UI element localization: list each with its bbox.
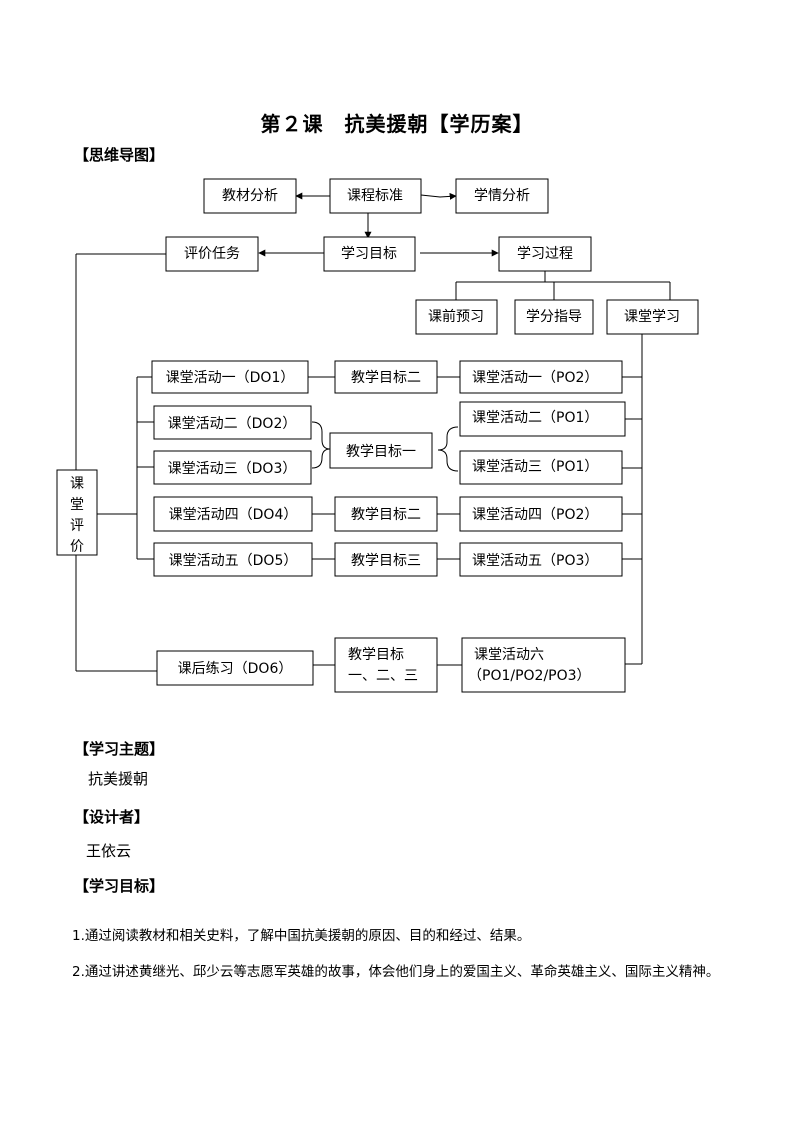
svg-text:（PO1/PO2/PO3）: （PO1/PO2/PO3） [468,668,591,684]
svg-text:教学目标一: 教学目标一 [346,444,416,460]
left-activity-3: 课堂活动三（DO3） [153,450,312,485]
textbook-analysis-box: 教材分析 [203,178,297,214]
right-activity-1: 课堂活动一（PO2） [459,360,623,394]
svg-text:课堂活动三（DO3）: 课堂活动三（DO3） [168,461,297,477]
svg-text:学习目标: 学习目标 [341,246,397,262]
left-activity-4: 课堂活动四（DO4） [153,496,313,532]
left-activity-6: 课后练习（DO6） [156,650,314,686]
objective-item-1: 1.通过阅读教材和相关史料，了解中国抗美援朝的原因、目的和经过、结果。 [72,928,531,944]
svg-text:学习过程: 学习过程 [517,246,573,262]
learner-analysis-box: 学情分析 [455,178,549,214]
svg-text:教学目标二: 教学目标二 [351,370,421,386]
svg-text:课堂活动一（PO2）: 课堂活动一（PO2） [472,370,598,386]
learning-goal-box: 学习目标 [323,236,416,272]
teaching-goal-4: 教学目标三 [334,542,438,577]
svg-text:学情分析: 学情分析 [474,188,530,204]
topic-heading: 【学习主题】 [74,740,165,758]
svg-text:课堂活动四（DO4）: 课堂活动四（DO4） [169,507,298,523]
teaching-goal-3: 教学目标二 [334,496,438,532]
svg-text:课程标准: 课程标准 [347,188,403,204]
right-activity-2: 课堂活动二（PO1） [459,401,626,437]
teaching-goal-5: 教学目标 一、二、三 [334,637,438,693]
mindmap-heading: 【思维导图】 [74,146,165,164]
svg-text:一、二、三: 一、二、三 [348,668,418,684]
teaching-goal-1: 教学目标二 [334,360,438,394]
classroom-evaluation-box: 课堂评价 [56,469,98,556]
left-activity-1: 课堂活动一（DO1） [151,360,309,394]
topic-value: 抗美援朝 [88,770,149,788]
svg-text:课堂活动三（PO1）: 课堂活动三（PO1） [472,459,598,475]
svg-text:课堂活动六: 课堂活动六 [474,647,544,663]
right-activity-5: 课堂活动五（PO3） [459,542,623,577]
svg-text:评价任务: 评价任务 [184,246,240,262]
left-activity-5: 课堂活动五（DO5） [153,542,313,577]
designer-value: 王依云 [86,842,132,860]
classroom-evaluation-label: 课堂评价 [70,476,84,555]
objective-item-2: 2.通过讲述黄继光、邱少云等志愿军英雄的故事，体会他们身上的爱国主义、革命英雄主… [72,964,720,980]
teaching-goal-2: 教学目标一 [329,432,433,469]
classroom-learning-box: 课堂学习 [606,299,699,335]
right-activity-4: 课堂活动四（PO2） [459,496,623,532]
svg-text:课堂活动二（PO1）: 课堂活动二（PO1） [472,410,598,426]
left-activity-2: 课堂活动二（DO2） [153,405,312,440]
svg-text:教学目标二: 教学目标二 [351,507,421,523]
right-activity-3: 课堂活动三（PO1） [459,450,623,485]
evaluation-task-box: 评价任务 [165,236,259,272]
curriculum-standard-box: 课程标准 [329,178,422,214]
svg-text:课前预习: 课前预习 [428,308,484,325]
svg-text:教学目标: 教学目标 [348,647,404,663]
svg-text:课后练习（DO6）: 课后练习（DO6） [178,661,293,677]
right-activity-6: 课堂活动六 （PO1/PO2/PO3） [461,637,626,693]
svg-text:课堂活动五（PO3）: 课堂活动五（PO3） [472,553,598,569]
learning-process-box: 学习过程 [498,236,592,272]
mind-map-diagram: 教材分析 课程标准 学情分析 评价任务 学习目标 学习过程 课前预习 学分指导 … [56,178,699,693]
preview-box: 课前预习 [415,299,498,335]
svg-text:教学目标三: 教学目标三 [351,553,421,569]
svg-text:课堂活动五（DO5）: 课堂活动五（DO5） [169,553,298,569]
svg-text:学分指导: 学分指导 [526,309,582,325]
svg-text:课堂活动四（PO2）: 课堂活动四（PO2） [472,507,598,523]
guidance-box: 学分指导 [514,299,594,335]
svg-text:课堂学习: 课堂学习 [624,309,680,325]
svg-text:课堂活动一（DO1）: 课堂活动一（DO1） [166,370,295,386]
page-title: 第２课 抗美援朝【学历案】 [260,112,534,136]
connector-lines [75,192,671,672]
designer-heading: 【设计者】 [74,808,150,826]
svg-text:教材分析: 教材分析 [222,188,278,204]
svg-text:课堂活动二（DO2）: 课堂活动二（DO2） [168,416,297,432]
objectives-heading: 【学习目标】 [74,877,165,895]
